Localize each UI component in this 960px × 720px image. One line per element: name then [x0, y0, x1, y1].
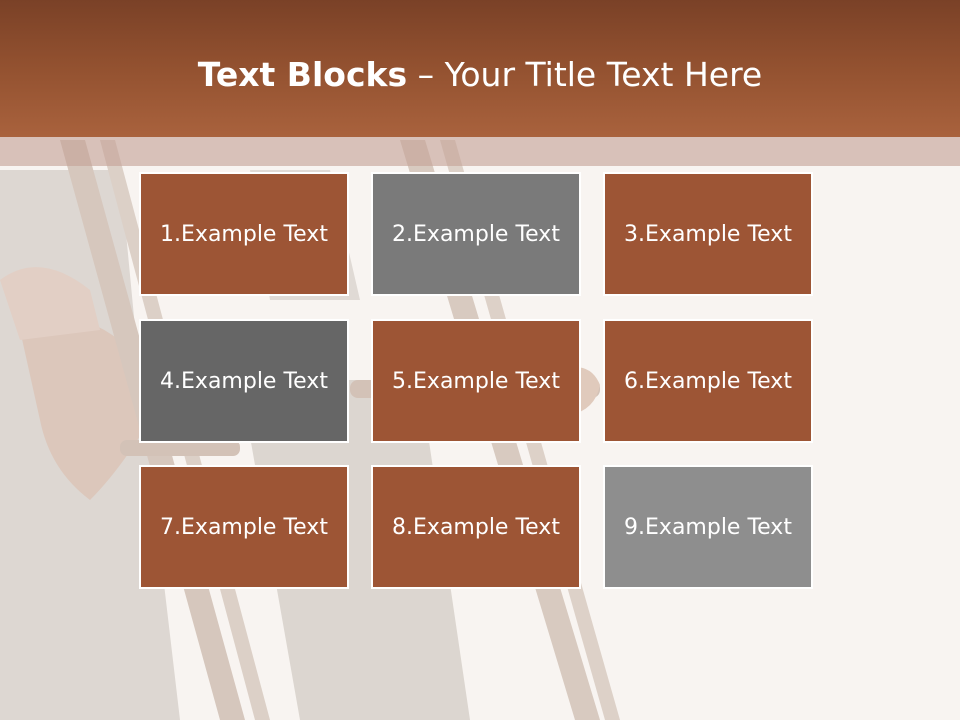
text-block-label: 1.Example Text — [160, 221, 328, 247]
text-block-label: 8.Example Text — [392, 514, 560, 540]
text-block-1[interactable]: 1.Example Text — [139, 172, 349, 296]
text-block-8[interactable]: 8.Example Text — [371, 465, 581, 589]
text-block-label: 3.Example Text — [624, 221, 792, 247]
text-block-label: 7.Example Text — [160, 514, 328, 540]
title-bar-underband — [0, 137, 960, 166]
title-bar — [0, 0, 960, 137]
text-block-7[interactable]: 7.Example Text — [139, 465, 349, 589]
title-bold-part: Text Blocks — [197, 55, 408, 94]
text-block-2[interactable]: 2.Example Text — [371, 172, 581, 296]
text-block-label: 2.Example Text — [392, 221, 560, 247]
text-block-label: 9.Example Text — [624, 514, 792, 540]
text-block-3[interactable]: 3.Example Text — [603, 172, 813, 296]
text-block-label: 6.Example Text — [624, 368, 792, 394]
text-block-5[interactable]: 5.Example Text — [371, 319, 581, 443]
text-block-9[interactable]: 9.Example Text — [603, 465, 813, 589]
text-block-4[interactable]: 4.Example Text — [139, 319, 349, 443]
text-block-label: 4.Example Text — [160, 368, 328, 394]
text-block-6[interactable]: 6.Example Text — [603, 319, 813, 443]
text-block-label: 5.Example Text — [392, 368, 560, 394]
title-normal-part: Your Title Text Here — [444, 55, 763, 94]
title-separator: – — [407, 55, 445, 94]
slide-title: Text Blocks – Your Title Text Here — [0, 52, 960, 98]
